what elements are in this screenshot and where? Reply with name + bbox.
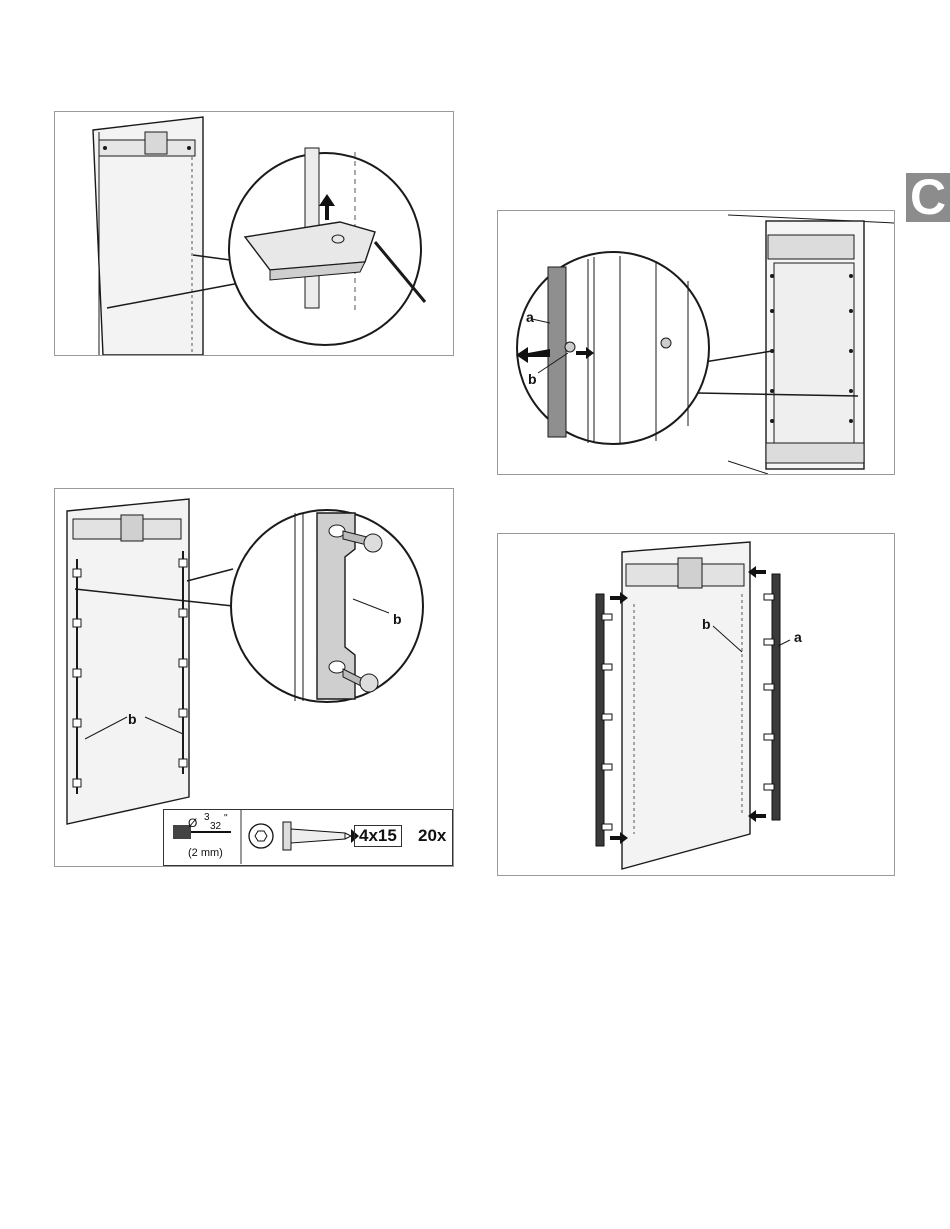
drill-inch-mark: " (224, 813, 228, 824)
screw-quantity: 20x (418, 826, 446, 846)
label-b-detail: b (393, 611, 402, 627)
figure-hinge-guide-install: a b (497, 210, 895, 475)
section-tab-c: C (906, 173, 950, 222)
label-b-panel: b (128, 711, 137, 727)
figure-bracket-removal (54, 111, 454, 356)
drill-diameter-symbol: Ø (188, 816, 197, 830)
illustration-hinge-guide (498, 211, 894, 474)
drill-fraction-numerator: 3 (204, 812, 210, 823)
drill-metric-size: (2 mm) (188, 847, 223, 859)
fastener-spec-box: Ø 3 32 " (2 mm) 4x15 20x (163, 809, 453, 866)
illustration-bracket-removal (55, 112, 453, 355)
figure-rail-attach: b a (497, 533, 895, 876)
illustration-rail-attach (498, 534, 894, 875)
drill-fraction-denominator: 32 (210, 821, 221, 832)
label-a: a (526, 309, 534, 325)
label-a: a (794, 629, 802, 645)
screw-size: 4x15 (354, 825, 402, 847)
label-b: b (702, 616, 711, 632)
figure-rails-screw: b b Ø 3 32 " (2 mm) 4x15 20x (54, 488, 454, 867)
label-b: b (528, 371, 537, 387)
